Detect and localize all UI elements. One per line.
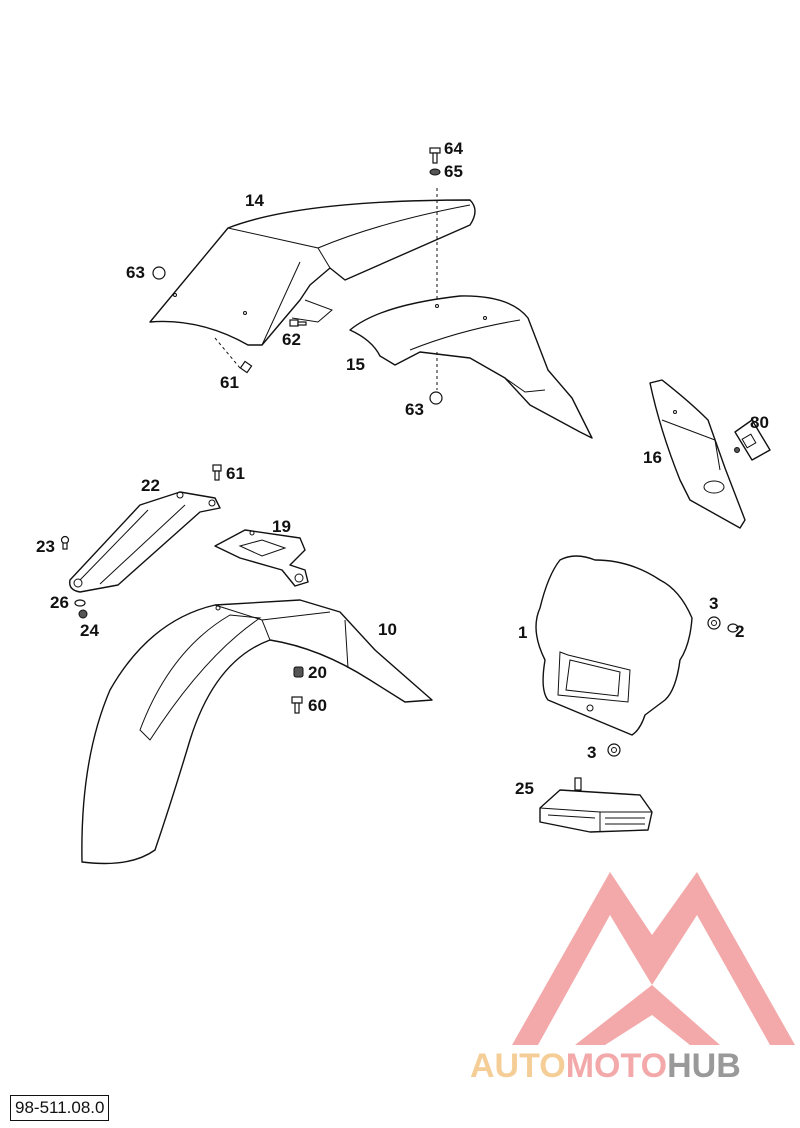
part-label-65: 65 <box>444 162 463 181</box>
part-label-63: 63 <box>126 263 145 282</box>
part-labels: 14 64 65 63 62 61 15 63 16 80 22 61 19 2… <box>36 139 769 798</box>
document-number: 98-511.08.0 <box>10 1095 110 1121</box>
part-label-15: 15 <box>346 355 365 374</box>
part-label-64: 64 <box>444 139 463 158</box>
part-label-26: 26 <box>50 593 69 612</box>
front-fender <box>81 599 433 865</box>
part-label-24: 24 <box>80 621 99 640</box>
part-label-2: 2 <box>735 622 744 641</box>
nut-icon <box>429 391 443 405</box>
number-plate-holder <box>649 379 746 529</box>
automotohub-logo: AUTOMOTOHUB <box>470 872 795 1085</box>
bolt-icon <box>429 147 441 164</box>
screw-icon <box>60 535 70 550</box>
part-label-14: 14 <box>245 191 264 210</box>
part-label-62: 62 <box>282 330 301 349</box>
logo-text-hub: HUB <box>667 1047 741 1085</box>
part-label-16: 16 <box>643 448 662 467</box>
screw-icon <box>212 464 222 481</box>
screw-icon <box>291 696 303 714</box>
mudguard-insert <box>349 295 593 439</box>
part-label-60: 60 <box>308 696 327 715</box>
assembly-line <box>214 337 241 369</box>
part-label-20: 20 <box>308 663 327 682</box>
part-label-22: 22 <box>141 476 160 495</box>
part-label-3: 3 <box>709 594 718 613</box>
nut-icon <box>152 266 166 280</box>
reflector-light-icon <box>734 419 771 461</box>
part-label-10: 10 <box>378 620 397 639</box>
nut-icon <box>707 616 721 630</box>
screw-icon <box>239 360 253 374</box>
logo-text-auto: AUTO <box>470 1047 566 1085</box>
part-label-19: 19 <box>272 517 291 536</box>
spacer-icon <box>293 666 304 678</box>
nut-icon <box>607 743 621 757</box>
bracket-plate <box>214 529 309 587</box>
nut-icon <box>78 609 88 619</box>
rear-fender <box>149 199 476 346</box>
part-label-61: 61 <box>226 464 245 483</box>
washer-icon <box>74 599 86 607</box>
part-label-63: 63 <box>405 400 424 419</box>
headlight-mask <box>535 555 693 736</box>
headlight-unit <box>539 777 653 833</box>
svg-text:AUTOMOTOHUB: AUTOMOTOHUB <box>470 1047 741 1085</box>
grommet-icon <box>727 623 739 633</box>
part-label-80: 80 <box>750 413 769 432</box>
washer-icon <box>429 168 441 176</box>
part-label-1: 1 <box>518 623 527 642</box>
part-label-61: 61 <box>220 373 239 392</box>
part-label-25: 25 <box>515 779 534 798</box>
screw-icon <box>289 319 307 327</box>
bracket-strut <box>69 491 221 593</box>
logo-text-moto: MOTO <box>566 1047 667 1085</box>
part-label-23: 23 <box>36 537 55 556</box>
part-label-3: 3 <box>587 743 596 762</box>
